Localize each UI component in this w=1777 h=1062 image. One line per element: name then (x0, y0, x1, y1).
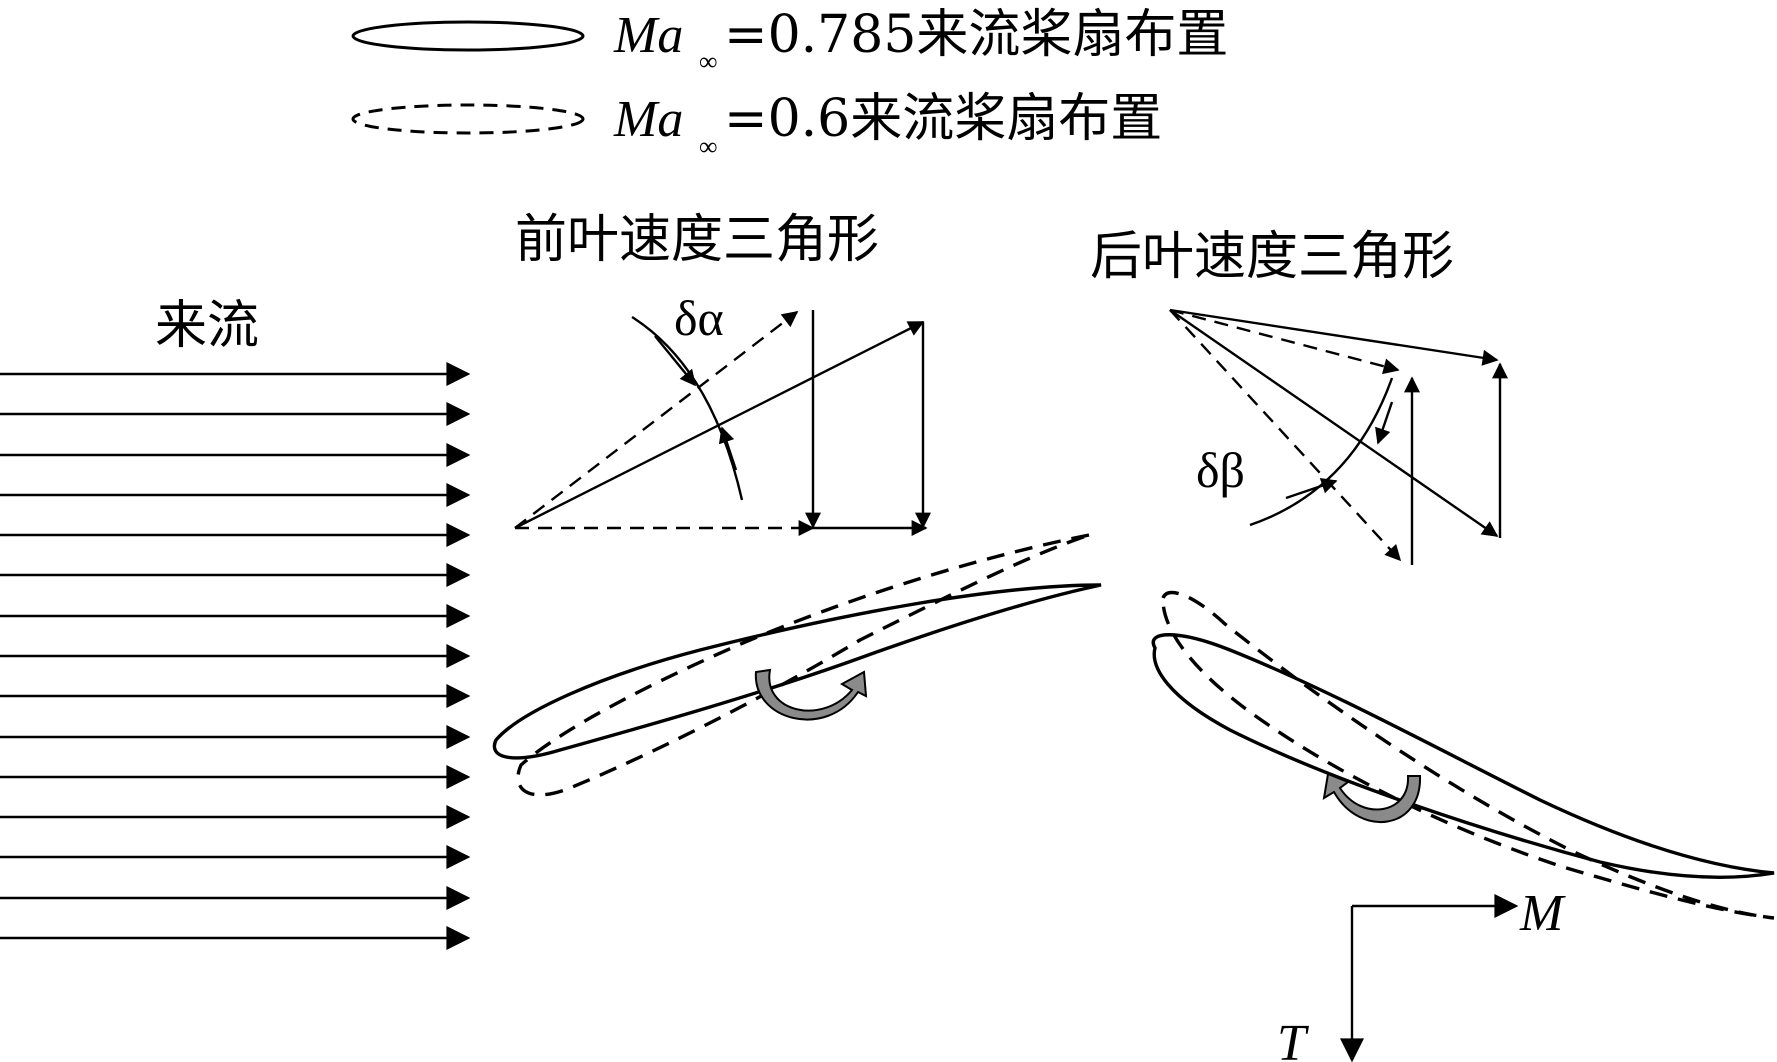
front-triangle-title: 前叶速度三角形 (515, 210, 879, 270)
inflow-label: 来流 (155, 296, 259, 356)
axis-t-label: T (1277, 1015, 1309, 1062)
delta-beta-label: δβ (1196, 442, 1245, 498)
front-delta-alpha-arc (631, 315, 744, 501)
rear-blade-dashed (1161, 590, 1775, 920)
rotation-arrow-icon (754, 668, 868, 721)
rear-velocity-triangle: δβ (1169, 308, 1508, 565)
front-blade-profiles (492, 533, 1102, 797)
legend-dashed-ellipse-icon (351, 103, 585, 135)
legend-solid-subscript: ∞ (699, 47, 718, 76)
front-relative-dashed-vector (514, 311, 799, 529)
rotation-arrow-icon (1322, 772, 1422, 824)
legend-item-solid: Ma ∞ =0.785来流桨扇布置 (351, 5, 1228, 76)
inflow-arrows (0, 362, 471, 950)
front-blade-solid (492, 583, 1102, 760)
rear-blade-solid (1151, 633, 1775, 879)
rear-arc-arrow-upper (1375, 401, 1394, 445)
rear-solid-vector-lower (1169, 309, 1499, 537)
legend-solid-symbol: Ma (613, 7, 683, 64)
rear-delta-beta-arc (1249, 377, 1394, 527)
legend-item-dashed: Ma ∞ =0.6来流桨扇布置 (351, 89, 1162, 161)
legend-solid-ellipse-icon (351, 20, 585, 52)
legend: Ma ∞ =0.785来流桨扇布置 Ma ∞ =0.6来流桨扇布置 (351, 5, 1228, 161)
rear-triangle-title: 后叶速度三角形 (1090, 227, 1454, 287)
front-arc-arrow-up (718, 426, 738, 471)
coordinate-axes: M T (1277, 885, 1566, 1062)
rear-dashed-vector-upper (1169, 308, 1400, 375)
legend-dashed-subscript: ∞ (699, 132, 718, 161)
rear-dashed-vector-lower (1169, 309, 1402, 562)
legend-dashed-label: =0.6来流桨扇布置 (724, 89, 1162, 149)
legend-solid-label: =0.785来流桨扇布置 (724, 5, 1228, 65)
front-blade-dashed (516, 533, 1090, 797)
rear-solid-vector-upper (1169, 308, 1499, 366)
front-arc-arrow-down (654, 335, 697, 387)
legend-dashed-symbol: Ma (613, 91, 683, 148)
front-velocity-triangle: δα (514, 290, 931, 536)
rear-blade-profiles (1151, 590, 1775, 920)
axis-m-label: M (1519, 885, 1566, 942)
rear-arc-arrow-lower (1285, 478, 1338, 500)
delta-alpha-label: δα (674, 290, 724, 346)
